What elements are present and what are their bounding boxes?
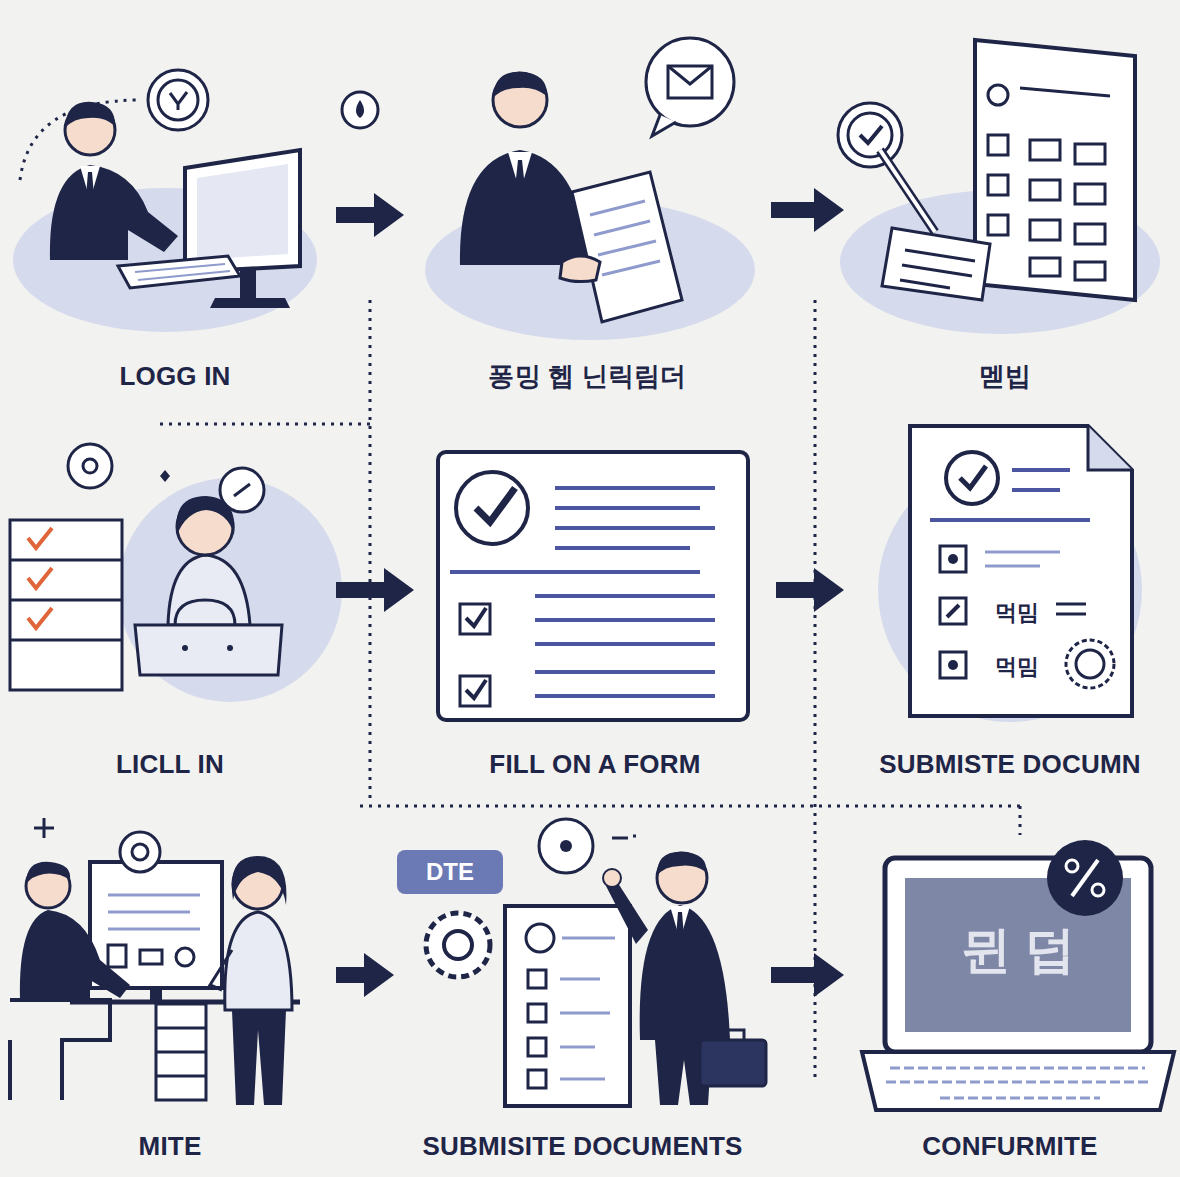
paper-illustration [425,38,755,340]
step-label: SUBMISITE DOCUMENTS [422,1132,742,1162]
step-label: FILL ON A FORM [489,750,700,780]
flow-arrow [336,568,414,612]
step-panel: 멛빕 [850,50,1160,392]
step-label: 퐁밍 헵 닌릭림더 [488,362,686,392]
step-panel: MITE [10,810,330,1162]
board-illustration [838,40,1160,334]
step-panel: FILL ON A FORM [420,420,770,780]
step-label: 멛빕 [979,362,1031,392]
flow-arrow [776,568,844,612]
document-illustration [878,426,1142,722]
step-label: LICLL IN [116,750,224,780]
flow-arrow [336,193,404,237]
form-illustration [438,452,748,720]
laptop-illustration [862,840,1174,1110]
annotation-text: 먹밈 [984,596,1050,630]
filing-illustration [10,444,342,702]
annotation-text: 먹밈 [984,650,1050,684]
step-label: SUBMISTE DOCUMN [879,750,1141,780]
step-label: LOGG IN [119,362,230,392]
step-panel: LICLL IN [10,420,330,780]
annotation-text: 뮌 덥 [905,900,1131,1000]
step-label: MITE [139,1132,202,1162]
meeting-illustration [10,818,300,1105]
step-panel: 퐁밍 헵 닌릭림더 [410,50,765,392]
step-panel: LOGG IN [20,50,330,392]
flow-arrow [771,188,844,232]
submit-illustration [397,819,766,1106]
step-panel: CONFURMITE [850,810,1170,1162]
flow-arrow [336,953,394,997]
login-illustration [13,70,378,332]
step-label: CONFURMITE [922,1132,1097,1162]
flow-arrow [771,953,844,997]
annotation-text: DTE [397,850,503,894]
